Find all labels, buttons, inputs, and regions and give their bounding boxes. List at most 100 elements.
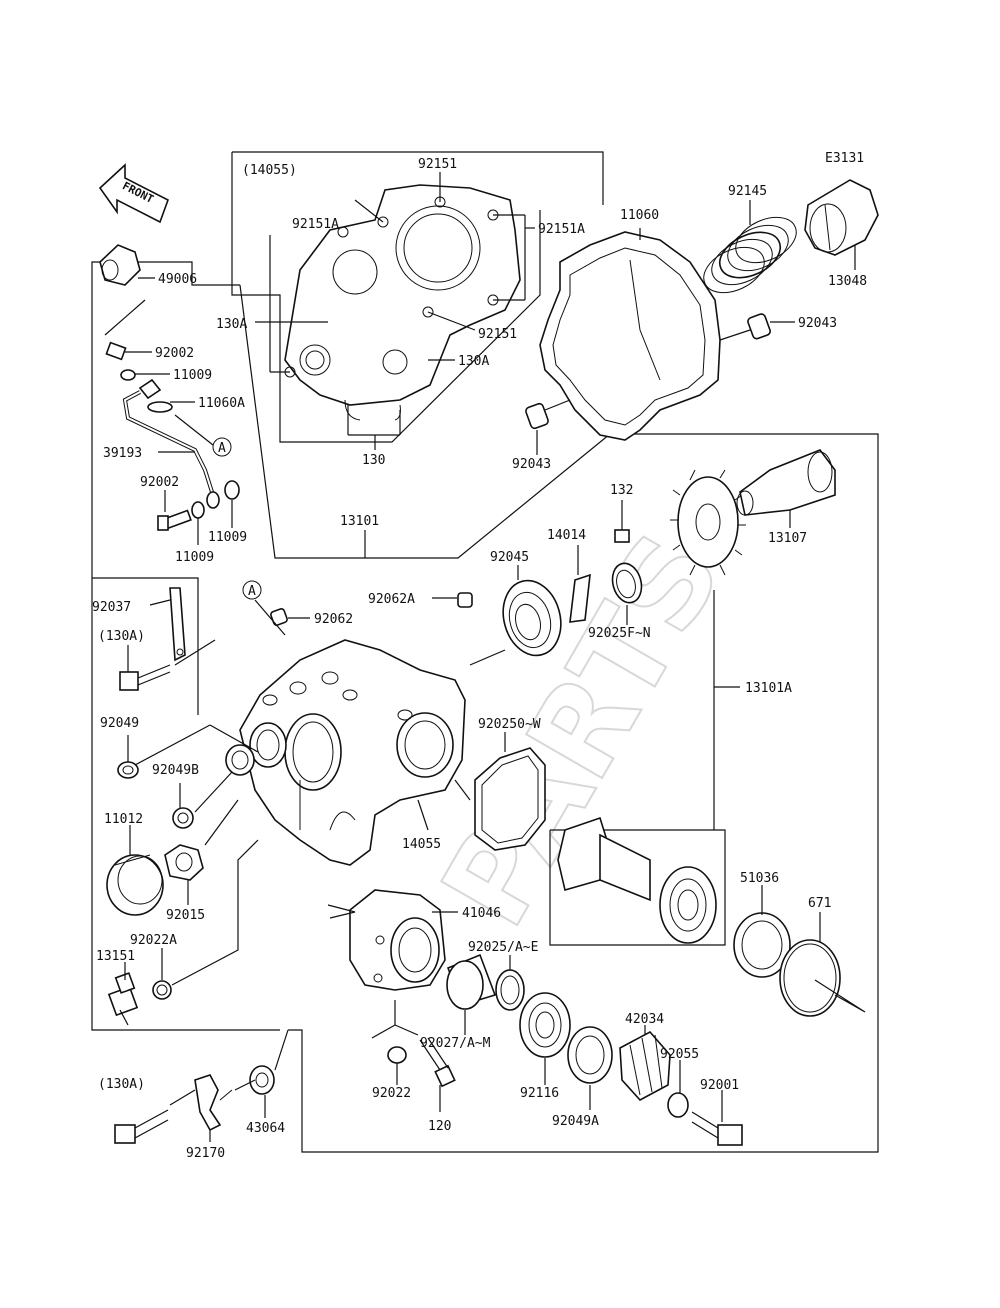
- label-92151-mid: 92151: [478, 327, 517, 342]
- label-92170: 92170: [186, 1146, 225, 1161]
- label-92049B: 92049B: [152, 763, 199, 778]
- ref-a-label-2: A: [248, 584, 256, 599]
- label-120: 120: [428, 1119, 451, 1134]
- housing-41046: [349, 889, 446, 991]
- plug-92062A: [457, 592, 473, 608]
- cover-leader-lines: [255, 172, 535, 450]
- label-92025A-E: 92025/A~E: [468, 940, 538, 955]
- label-11009-lower: 11009: [175, 550, 214, 565]
- grommet-43064: [249, 1065, 275, 1095]
- label-11060: 11060: [620, 208, 659, 223]
- label-92043-right: 92043: [798, 316, 837, 331]
- clamp-92170: [194, 1074, 233, 1132]
- front-arrow-icon: FRONT: [98, 163, 169, 224]
- bolt-132: [614, 529, 630, 543]
- fitting-11060A: [138, 378, 173, 413]
- gasket-11060: [539, 231, 721, 441]
- label-92151A-right: 92151A: [538, 222, 585, 237]
- bracket-14014: [569, 573, 591, 623]
- gasket-92022: [387, 1046, 407, 1064]
- label-13151: 13151: [96, 949, 135, 964]
- ref-circle-a-2: A: [242, 580, 286, 636]
- leader-92037: [149, 599, 171, 606]
- label-92025O-W: 920250~W: [478, 717, 541, 732]
- leader-43064-c: [274, 1029, 289, 1071]
- leader-43064-b: [234, 1079, 256, 1091]
- washer-11009-top: [120, 369, 136, 381]
- label-39193: 39193: [103, 446, 142, 461]
- bolt-130A-lower: [114, 1109, 169, 1144]
- pin-92043-right: [747, 313, 771, 340]
- label-92001: 92001: [700, 1078, 739, 1093]
- o-ring-92055: [667, 1092, 689, 1118]
- label-130A-paren-upper: (130A): [98, 629, 145, 644]
- label-11060A: 11060A: [198, 396, 245, 411]
- ref-a-label-1: A: [218, 441, 226, 456]
- bolt-130A-upper: [119, 664, 171, 691]
- leader-92049-b: [134, 724, 211, 766]
- label-92022A: 92022A: [130, 933, 177, 948]
- assembly-frame-lines: [91, 151, 879, 1153]
- fitting-49006: [99, 244, 141, 286]
- arrow-671: [814, 979, 866, 1013]
- label-41046: 41046: [462, 906, 501, 921]
- pipe-39193: [122, 390, 214, 493]
- bolt-92002-lower: [157, 509, 192, 531]
- label-130A-left: 130A: [216, 317, 247, 332]
- label-92145: 92145: [728, 184, 767, 199]
- switch-13151: [107, 972, 139, 1026]
- bracket-92037: [169, 587, 186, 662]
- bearing-92045: [502, 579, 562, 657]
- fitting-92062: [270, 608, 288, 626]
- label-13101: 13101: [340, 514, 379, 529]
- label-13107: 13107: [768, 531, 807, 546]
- label-11009-top: 11009: [173, 368, 212, 383]
- gasket-92025O-W: [474, 747, 546, 851]
- label-92045: 92045: [490, 550, 529, 565]
- part-labels: (14055) 92151 92151A 92151A 130A 92151 1…: [92, 157, 867, 1161]
- leader-130A-lower: [169, 1089, 196, 1106]
- label-92025F-N: 92025F~N: [588, 626, 651, 641]
- coupling-13048: [804, 179, 879, 256]
- nut-92015: [164, 844, 204, 881]
- label-11012: 11012: [104, 812, 143, 827]
- bolt-120: [419, 1037, 456, 1088]
- label-14055: 14055: [402, 837, 441, 852]
- seal-92049A: [567, 1026, 613, 1084]
- label-92062: 92062: [314, 612, 353, 627]
- bolt-92001: [691, 1111, 743, 1146]
- diagram-code: E3131: [825, 151, 864, 166]
- shim-92025A-E: [495, 969, 525, 1011]
- cover-14055: [284, 184, 521, 421]
- leader-92043-r2: [719, 329, 751, 341]
- leader-92025OW-b: [454, 779, 471, 801]
- label-92002-lower: 92002: [140, 475, 179, 490]
- leader-92045-b: [469, 649, 506, 666]
- shim-92025F-N: [611, 562, 643, 604]
- label-92151-top: 92151: [418, 157, 457, 172]
- leader-92022-b: [371, 1024, 419, 1039]
- label-14014: 14014: [547, 528, 586, 543]
- label-92043-bottom: 92043: [512, 457, 551, 472]
- label-14055-paren: (14055): [242, 163, 297, 178]
- bearing-92116: [519, 992, 571, 1058]
- label-92055: 92055: [660, 1047, 699, 1062]
- label-130: 130: [362, 453, 385, 468]
- leader-92049-c: [209, 724, 259, 753]
- label-92049: 92049: [100, 716, 139, 731]
- ring-gear-13101A: [557, 816, 717, 944]
- ref-circle-a-1: A: [174, 414, 232, 457]
- label-92002-top: 92002: [155, 346, 194, 361]
- label-92022: 92022: [372, 1086, 411, 1101]
- label-51036: 51036: [740, 871, 779, 886]
- label-92037: 92037: [92, 600, 131, 615]
- label-130A-paren-lower: (130A): [98, 1077, 145, 1092]
- label-49006: 49006: [158, 272, 197, 287]
- seal-92049B: [172, 744, 255, 829]
- bevel-gear-sprocket: [670, 469, 746, 576]
- cap-11012: [106, 854, 164, 916]
- label-13048: 13048: [828, 274, 867, 289]
- bolt-92002-top: [105, 341, 127, 361]
- arrow-41046: [327, 904, 356, 919]
